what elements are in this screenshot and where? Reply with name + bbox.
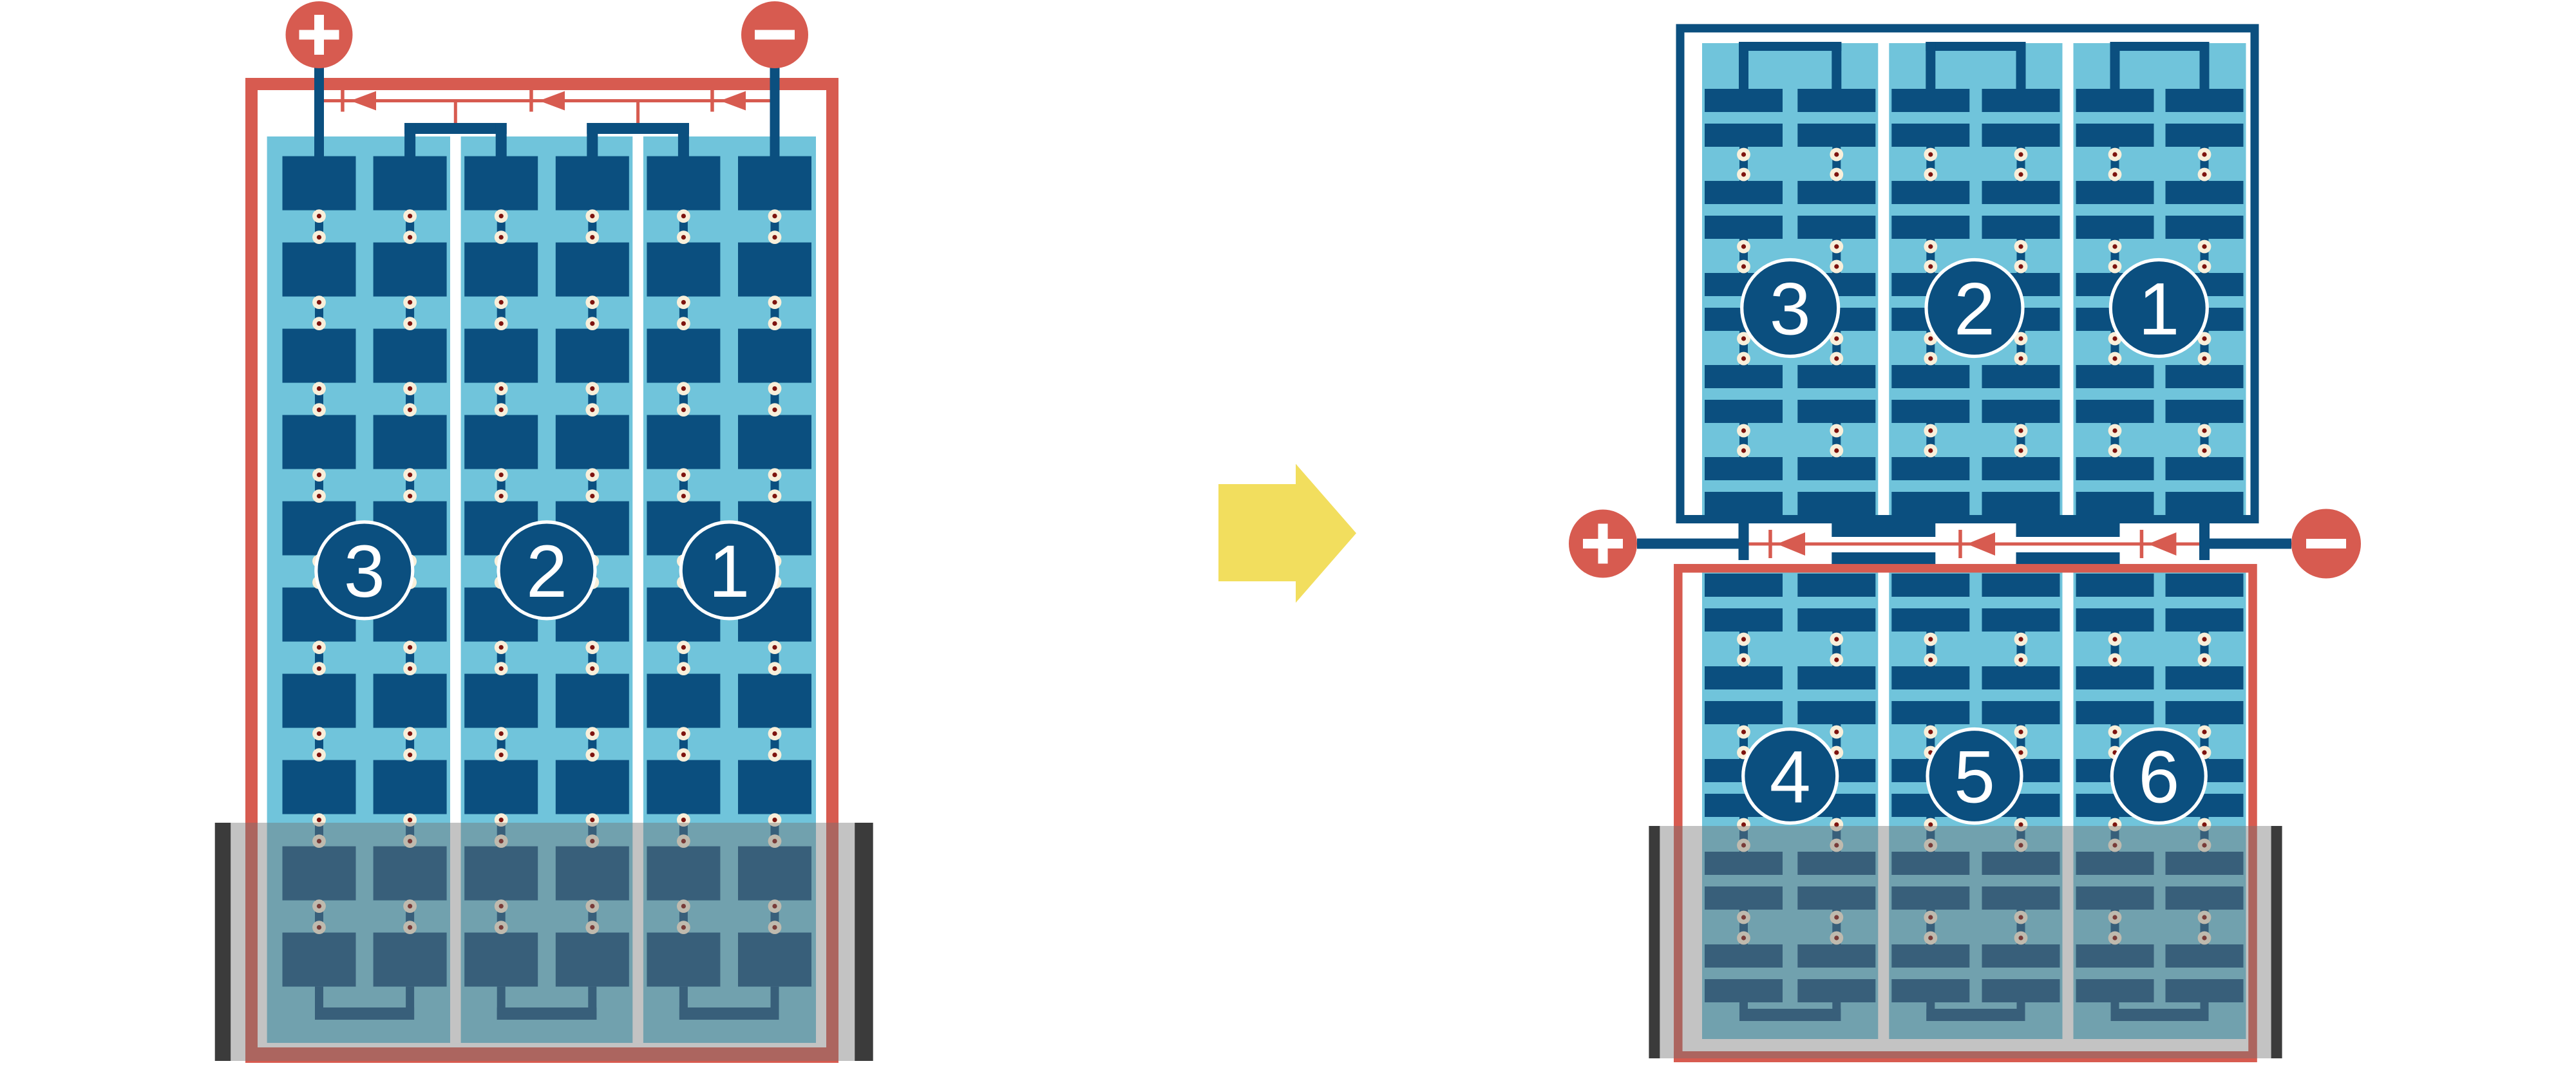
svg-text:3: 3 [1770,268,1811,351]
svg-text:4: 4 [1770,736,1811,819]
svg-text:5: 5 [1954,736,1995,819]
svg-text:2: 2 [1954,268,1995,351]
svg-text:2: 2 [526,530,567,613]
svg-text:1: 1 [708,530,750,613]
svg-text:3: 3 [344,530,385,613]
svg-text:6: 6 [2138,736,2179,819]
svg-text:1: 1 [2138,268,2179,351]
